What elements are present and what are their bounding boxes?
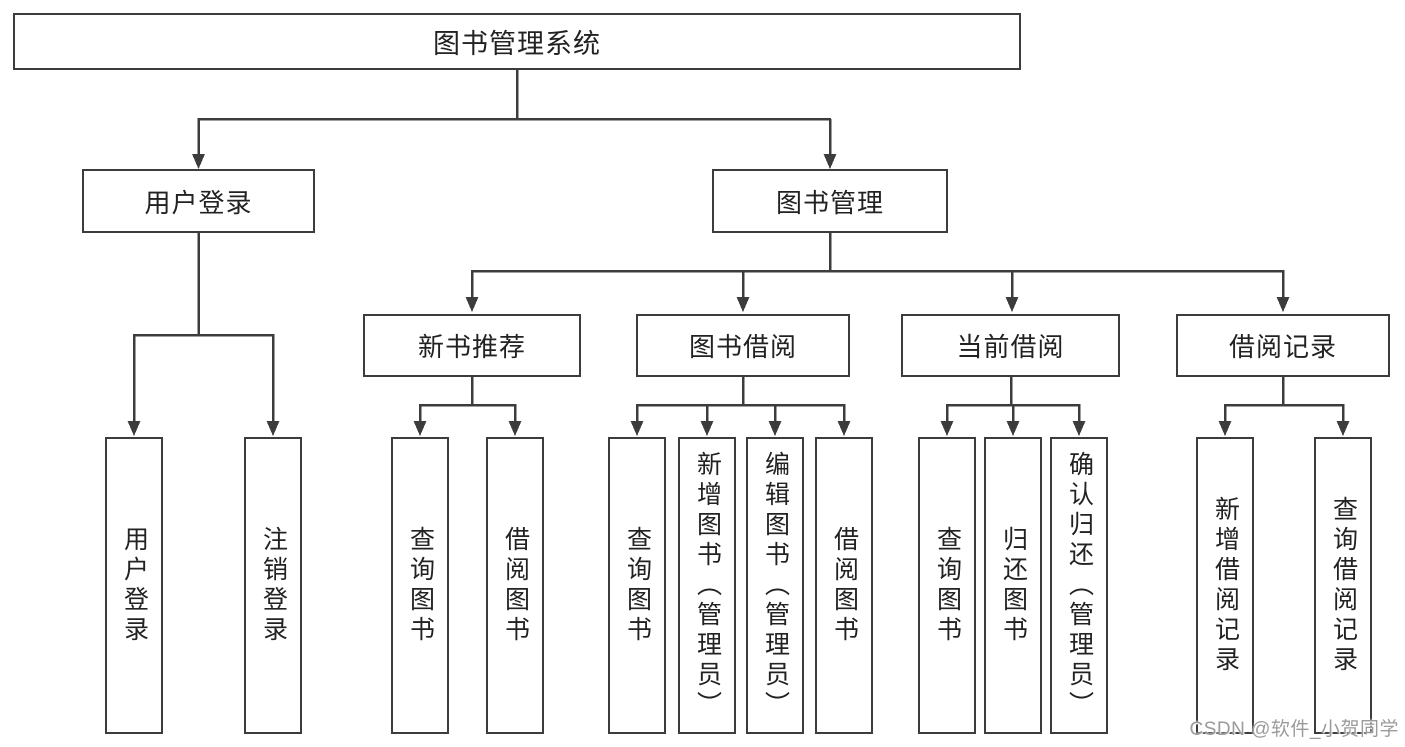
leaf-query-book-current-label: 查询图书 bbox=[933, 525, 962, 646]
leaf-edit-book-admin-label: 编辑图书（管理员） bbox=[761, 450, 790, 721]
leaf-add-book-admin: 新增图书（管理员） bbox=[678, 437, 736, 734]
leaf-borrow-book-label: 借阅图书 bbox=[830, 525, 859, 646]
leaf-logout: 注销登录 bbox=[244, 437, 302, 734]
node-new-book-recommend: 新书推荐 bbox=[363, 314, 581, 377]
leaf-logout-label: 注销登录 bbox=[259, 525, 288, 646]
node-user-login: 用户登录 bbox=[82, 169, 315, 233]
leaf-user-login: 用户登录 bbox=[105, 437, 163, 734]
leaf-user-login-label: 用户登录 bbox=[120, 525, 149, 646]
leaf-borrow-book-newbook-label: 借阅图书 bbox=[501, 525, 530, 646]
leaf-confirm-return-admin-label: 确认归还（管理员） bbox=[1065, 450, 1094, 721]
leaf-edit-book-admin: 编辑图书（管理员） bbox=[746, 437, 804, 734]
node-current-borrow-label: 当前借阅 bbox=[956, 332, 1065, 362]
node-book-borrow-label: 图书借阅 bbox=[688, 332, 797, 362]
leaf-return-book-label: 归还图书 bbox=[999, 525, 1028, 646]
leaf-query-book-newbook: 查询图书 bbox=[391, 437, 449, 734]
node-current-borrow: 当前借阅 bbox=[901, 314, 1120, 377]
leaf-return-book: 归还图书 bbox=[984, 437, 1042, 734]
node-library-system: 图书管理系统 bbox=[13, 13, 1021, 70]
node-book-borrow: 图书借阅 bbox=[636, 314, 850, 377]
node-new-book-recommend-label: 新书推荐 bbox=[417, 332, 526, 362]
leaf-add-borrow-record: 新增借阅记录 bbox=[1196, 437, 1254, 734]
watermark: CSDN @软件_小贺同学 bbox=[1189, 719, 1399, 740]
leaf-borrow-book: 借阅图书 bbox=[815, 437, 873, 734]
node-borrow-record-label: 借阅记录 bbox=[1228, 332, 1337, 362]
leaf-query-book-newbook-label: 查询图书 bbox=[406, 525, 435, 646]
leaf-query-book-current: 查询图书 bbox=[918, 437, 976, 734]
leaf-query-borrow-record-label: 查询借阅记录 bbox=[1329, 495, 1358, 676]
leaf-query-book-borrow-label: 查询图书 bbox=[623, 525, 652, 646]
leaf-confirm-return-admin: 确认归还（管理员） bbox=[1050, 437, 1108, 734]
arrowheads bbox=[127, 154, 1350, 436]
leaf-borrow-book-newbook: 借阅图书 bbox=[486, 437, 544, 734]
node-book-management: 图书管理 bbox=[712, 169, 948, 233]
leaf-query-borrow-record: 查询借阅记录 bbox=[1314, 437, 1372, 734]
leaf-query-book-borrow: 查询图书 bbox=[608, 437, 666, 734]
node-library-system-label: 图书管理系统 bbox=[433, 29, 601, 59]
leaf-add-book-admin-label: 新增图书（管理员） bbox=[693, 450, 722, 721]
leaf-add-borrow-record-label: 新增借阅记录 bbox=[1211, 495, 1240, 676]
node-borrow-record: 借阅记录 bbox=[1176, 314, 1390, 377]
node-book-management-label: 图书管理 bbox=[775, 187, 884, 218]
node-user-login-label: 用户登录 bbox=[144, 187, 253, 218]
